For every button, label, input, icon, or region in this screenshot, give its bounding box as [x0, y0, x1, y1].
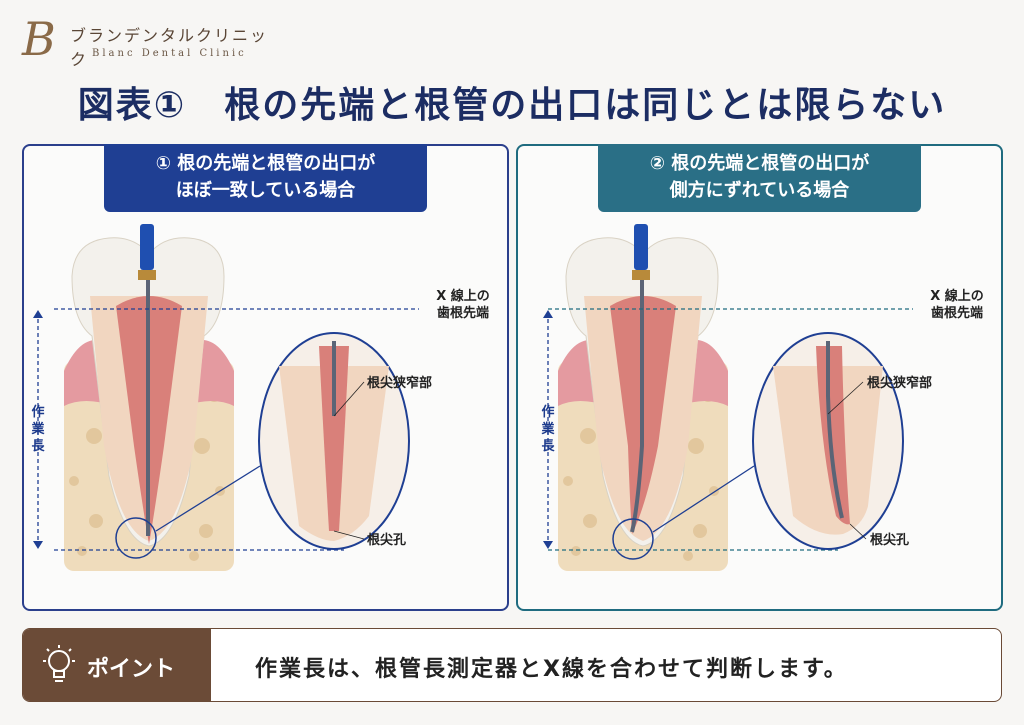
clinic-logo: B ブランデンタルクリニック Blanc Dental Clinic — [22, 12, 282, 69]
lightbulb-icon — [43, 645, 75, 682]
clinic-name-jp: ブランデンタルクリニック — [70, 26, 269, 69]
working-length-label: 作業長 — [31, 405, 45, 454]
foramen-label: 根尖孔 — [367, 533, 407, 548]
point-tag: ポイント — [23, 629, 211, 701]
panel-heading-line1: ② 根の先端と根管の出口が — [649, 153, 870, 174]
xray-apex-label: X 線上の 歯根先端 — [922, 288, 992, 322]
panel-heading-lateral: ② 根の先端と根管の出口が 側方にずれている場合 — [598, 144, 921, 212]
working-length-label: 作業長 — [541, 405, 555, 454]
foramen-label: 根尖孔 — [870, 533, 910, 548]
xray-apex-label-line1: X 線上の — [436, 289, 490, 304]
page-title: 図表① 根の先端と根管の出口は同じとは限らない — [77, 85, 947, 126]
xray-apex-label: X 線上の 歯根先端 — [428, 288, 498, 322]
constriction-label: 根尖狭窄部 — [867, 376, 933, 391]
xray-apex-label-line2: 歯根先端 — [930, 306, 983, 321]
endodontic-file — [630, 280, 644, 533]
xray-apex-label-line1: X 線上の — [930, 289, 984, 304]
panel-heading-line2: 側方にずれている場合 — [669, 180, 850, 201]
panel-aligned-apex: ① 根の先端と根管の出口が ほぼ一致している場合 X 線上の 歯根先端 根尖狭窄… — [22, 144, 509, 611]
panel-heading-aligned: ① 根の先端と根管の出口が ほぼ一致している場合 — [104, 144, 427, 212]
apex-focus-circle — [612, 518, 654, 560]
point-tag-label: ポイント — [87, 657, 176, 682]
apex-focus-circle — [115, 517, 157, 559]
point-text: 作業長は、根管長測定器とX線を合わせて判断します。 — [255, 657, 848, 682]
clinic-name-en: Blanc Dental Clinic — [92, 48, 247, 59]
panel-lateral-exit: ② 根の先端と根管の出口が 側方にずれている場合 X 線上の 歯根先端 根尖狭窄… — [516, 144, 1003, 611]
endodontic-file-handle — [140, 224, 154, 270]
endodontic-file-handle — [634, 224, 648, 270]
tooth-diagram-aligned — [33, 224, 419, 571]
panel-heading-line2: ほぼ一致している場合 — [175, 180, 356, 201]
logo-mark: B — [22, 12, 56, 66]
panel-heading-line1: ① 根の先端と根管の出口が — [155, 153, 376, 174]
constriction-label: 根尖狭窄部 — [367, 376, 433, 391]
tooth-diagram-lateral — [543, 224, 913, 571]
point-callout: ポイント 作業長は、根管長測定器とX線を合わせて判断します。 — [22, 628, 1002, 702]
xray-apex-label-line2: 歯根先端 — [436, 306, 489, 321]
